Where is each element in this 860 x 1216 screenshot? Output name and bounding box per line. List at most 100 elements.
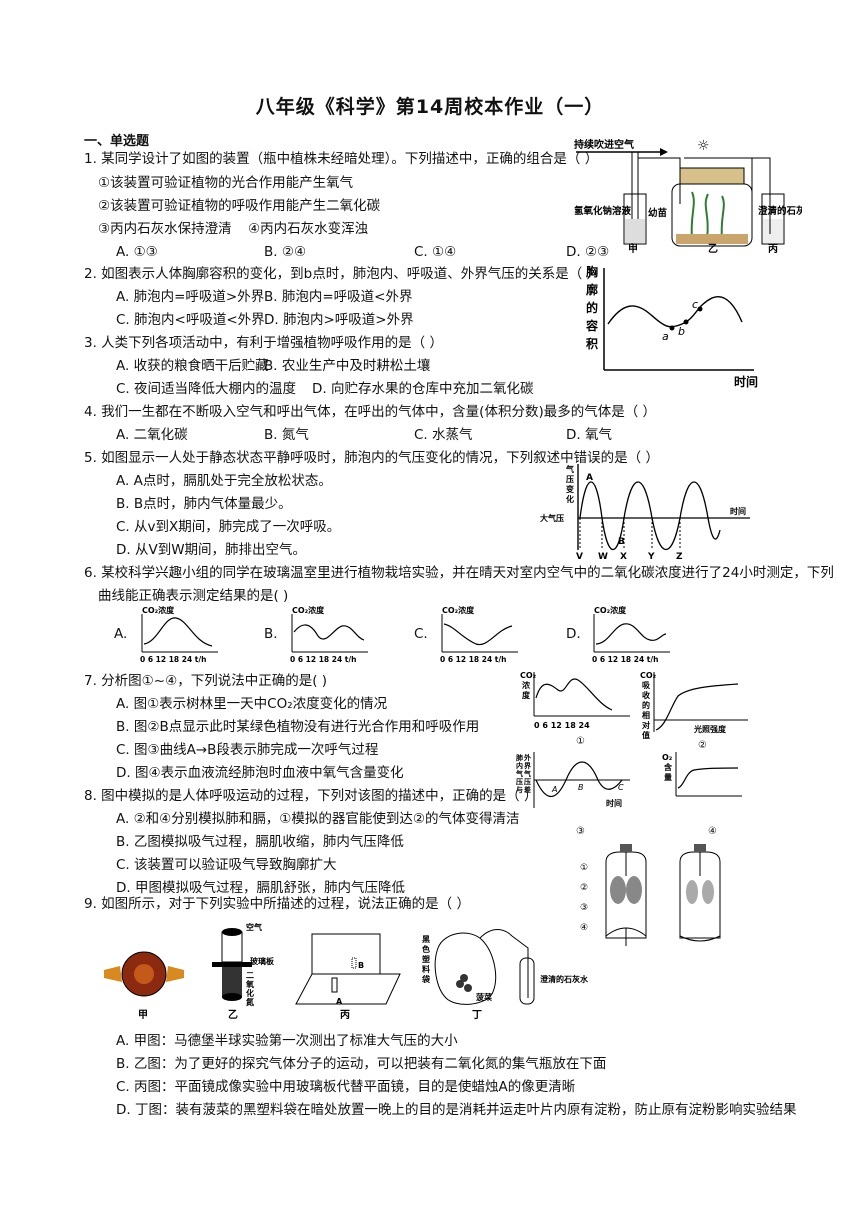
q1-statement-3: ③丙内石灰水保持澄清 bbox=[98, 221, 232, 237]
no2-c2: 氧 bbox=[245, 979, 254, 989]
air-label: 持续吹进空气 bbox=[574, 138, 634, 151]
q7-stem: 7. 分析图①~④，下列说法中正确的是( ) bbox=[84, 673, 328, 689]
q1-option-d[interactable]: D. ②③ bbox=[566, 244, 610, 260]
f3-y6: 外 bbox=[524, 753, 531, 762]
q8-option-a[interactable]: A. ②和④分别模拟肺和膈，①模拟的器官能使到达②的气体变得清洁 bbox=[116, 811, 520, 827]
f3-y7: 界 bbox=[524, 761, 532, 770]
q5-pressure-graph: 气 压 变 化 大气压 时间 A B V W X Y Z bbox=[540, 460, 770, 562]
q8-bell-jar-figure: ① ② ③ ④ bbox=[576, 840, 756, 948]
f2-y1: CO₂ bbox=[640, 671, 657, 680]
q4-option-b[interactable]: B. 氮气 bbox=[264, 427, 309, 443]
q2-option-c[interactable]: C. 肺泡内<呼吸道<外界 bbox=[116, 312, 265, 328]
f1-y2: 浓 bbox=[522, 680, 531, 690]
f2-y7: 值 bbox=[642, 730, 650, 740]
q2-option-b[interactable]: B. 肺泡内=呼吸道<外界 bbox=[264, 289, 413, 305]
q6a-ylabel: CO₂浓度 bbox=[142, 605, 175, 615]
q6b-ylabel: CO₂浓度 bbox=[292, 605, 325, 615]
q7-figures-svg: CO₂ 浓 度 0 6 12 18 24 ① CO₂ 吸 收 的 相 对 值 光… bbox=[515, 671, 748, 837]
q9-option-a[interactable]: A. 甲图：马德堡半球实验第一次测出了标准大气压的大小 bbox=[116, 1033, 458, 1049]
q6-option-d[interactable]: D. bbox=[566, 626, 581, 642]
naoh-label: 氢氧化钠溶液 bbox=[574, 205, 632, 217]
q5-option-c[interactable]: C. 从v到X期间，肺完成了一次呼吸。 bbox=[116, 519, 341, 535]
q9-option-b[interactable]: B. 乙图：为了更好的探究气体分子的运动，可以把装有二氧化氮的集气瓶放在下面 bbox=[116, 1056, 607, 1072]
f4-y1: O₂ bbox=[662, 753, 673, 762]
q5-option-a[interactable]: A. A点时，膈肌处于完全放松状态。 bbox=[116, 473, 332, 489]
f3-y2: 内 bbox=[516, 761, 523, 770]
q3-option-c[interactable]: C. 夜间适当降低大棚内的温度 bbox=[116, 381, 297, 397]
pressure-svg: 气 压 变 化 大气压 时间 A B V W X Y Z bbox=[540, 464, 750, 562]
q6-graph-a: CO₂浓度 0 6 12 18 24 t/h bbox=[132, 604, 242, 664]
chest-volume-svg: 胸 廓 的 容 积 a b c 时间 bbox=[585, 264, 758, 389]
q9-option-d[interactable]: D. 丁图：装有菠菜的黑塑料袋在暗处放置一晚上的目的是消耗并运走叶片内原有淀粉，… bbox=[116, 1102, 797, 1118]
q6-graph-c: CO₂浓度 0 6 12 18 24 t/h bbox=[432, 604, 542, 664]
q7-option-a[interactable]: A. 图①表示树林里一天中CO₂浓度变化的情况 bbox=[116, 696, 388, 712]
point-B: B bbox=[618, 537, 625, 547]
q8-option-d[interactable]: D. 甲图模拟吸气过程，膈肌舒张，肺内气压降低 bbox=[116, 880, 405, 896]
q1-statement-1: ①该装置可验证植物的光合作用能产生氧气 bbox=[98, 175, 354, 191]
tick-W: W bbox=[598, 552, 608, 560]
q9-option-c[interactable]: C. 丙图：平面镜成像实验中用玻璃板代替平面镜，目的是使蜡烛A的像更清晰 bbox=[116, 1079, 576, 1095]
f4-y2: 含 bbox=[664, 762, 673, 772]
q4-option-c[interactable]: C. 水蒸气 bbox=[414, 427, 473, 443]
q5-ylabel-2: 压 bbox=[566, 475, 574, 484]
point-c: c bbox=[692, 298, 698, 311]
q6-option-c[interactable]: C. bbox=[414, 626, 428, 642]
f3-y8: 气 bbox=[523, 769, 531, 778]
ylabel-c2: 廓 bbox=[586, 282, 598, 297]
q7-option-b[interactable]: B. 图②B点显示此时某绿色植物没有进行光合作用和呼吸作用 bbox=[116, 719, 480, 735]
q5-xlabel: 时间 bbox=[730, 506, 746, 516]
q8-option-b[interactable]: B. 乙图模拟吸气过程，膈肌收缩，肺内气压降低 bbox=[116, 834, 404, 850]
f3-y10: 差 bbox=[524, 785, 531, 794]
q7-option-d[interactable]: D. 图④表示血液流经肺泡时血液中氧气含量变化 bbox=[116, 765, 404, 781]
f2-y3: 收 bbox=[642, 690, 650, 700]
q8-option-c[interactable]: C. 该装置可以验证吸气导致胸廓扩大 bbox=[116, 857, 337, 873]
limewater-label: 澄清的石灰水 bbox=[758, 205, 802, 217]
q9-candle-A: A bbox=[336, 997, 343, 1006]
no2-c3: 化 bbox=[246, 988, 254, 998]
point-a: a bbox=[662, 330, 669, 343]
q7-figures: CO₂ 浓 度 0 6 12 18 24 ① CO₂ 吸 收 的 相 对 值 光… bbox=[512, 668, 752, 838]
point-A: A bbox=[586, 473, 593, 483]
q6d-ylabel: CO₂浓度 bbox=[594, 605, 627, 615]
q2-option-a[interactable]: A. 肺泡内=呼吸道>外界 bbox=[116, 289, 265, 305]
q3-option-a[interactable]: A. 收获的粮食晒干后贮藏 bbox=[116, 358, 269, 374]
f1-y3: 度 bbox=[522, 690, 531, 700]
q1-option-b[interactable]: B. ②④ bbox=[264, 244, 307, 260]
q7-option-c[interactable]: C. 图③曲线A→B段表示肺完成一次呼气过程 bbox=[116, 742, 379, 758]
q4-option-a[interactable]: A. 二氧化碳 bbox=[116, 427, 188, 443]
q5-option-b[interactable]: B. B点时，肺内气体量最少。 bbox=[116, 496, 292, 512]
f3-y3: 气 bbox=[515, 769, 523, 778]
q9-label-ding: 丁 bbox=[472, 1009, 482, 1021]
tick-X: X bbox=[620, 552, 627, 560]
f3-B: B bbox=[578, 783, 584, 792]
q6a-xticks: 0 6 12 18 24 t/h bbox=[140, 655, 206, 664]
q3-option-b[interactable]: B. 农业生产中及时耕松土壤 bbox=[264, 358, 431, 374]
q6-option-a[interactable]: A. bbox=[114, 626, 128, 642]
q6-graph-b: CO₂浓度 0 6 12 18 24 t/h bbox=[282, 604, 392, 664]
q1-option-c[interactable]: C. ①④ bbox=[414, 244, 457, 260]
f1-xticks: 0 6 12 18 24 bbox=[534, 721, 590, 730]
q3-option-d[interactable]: D. 向贮存水果的仓库中充加二氧化碳 bbox=[312, 381, 534, 397]
q6-stem-2: 曲线能正确表示测定结果的是( ) bbox=[98, 588, 289, 604]
f3-number: ③ bbox=[576, 826, 585, 837]
q2-stem: 2. 如图表示人体胸廓容积的变化，到b点时，肺泡内、呼吸道、外界气压的关系是（ … bbox=[84, 266, 601, 282]
bell-jar-svg: ① ② ③ ④ bbox=[580, 844, 721, 946]
q4-option-d[interactable]: D. 氧气 bbox=[566, 427, 612, 443]
no2-c4: 氮 bbox=[246, 997, 254, 1007]
q5-ylabel-4: 化 bbox=[566, 494, 574, 504]
q1-option-a[interactable]: A. ①③ bbox=[116, 244, 158, 260]
q2-option-d[interactable]: D. 肺泡内>呼吸道>外界 bbox=[264, 312, 414, 328]
ylabel-c1: 胸 bbox=[586, 264, 598, 279]
q3-stem: 3. 人类下列各项活动中，有利于增强植物呼吸作用的是（ ） bbox=[84, 335, 443, 351]
q1-apparatus-figure: 持续吹进空气 ☼ 氢氧化钠溶液 幼苗 澄清的石灰水 甲 乙 丙 bbox=[572, 134, 816, 255]
q5-ylabel-1: 气 bbox=[565, 464, 574, 474]
q6-graph-d: CO₂浓度 0 6 12 18 24 t/h bbox=[584, 604, 694, 664]
label-n4: ④ bbox=[580, 923, 588, 933]
ylabel-c5: 积 bbox=[586, 336, 598, 351]
f4-number: ④ bbox=[708, 826, 717, 837]
q6-option-b[interactable]: B. bbox=[264, 626, 278, 642]
section-heading: 一、单选题 bbox=[84, 134, 150, 149]
q5-option-d[interactable]: D. 从V到W期间，肺排出空气。 bbox=[116, 542, 307, 558]
label-n3: ③ bbox=[580, 903, 588, 913]
f2-y2: 吸 bbox=[642, 681, 650, 690]
